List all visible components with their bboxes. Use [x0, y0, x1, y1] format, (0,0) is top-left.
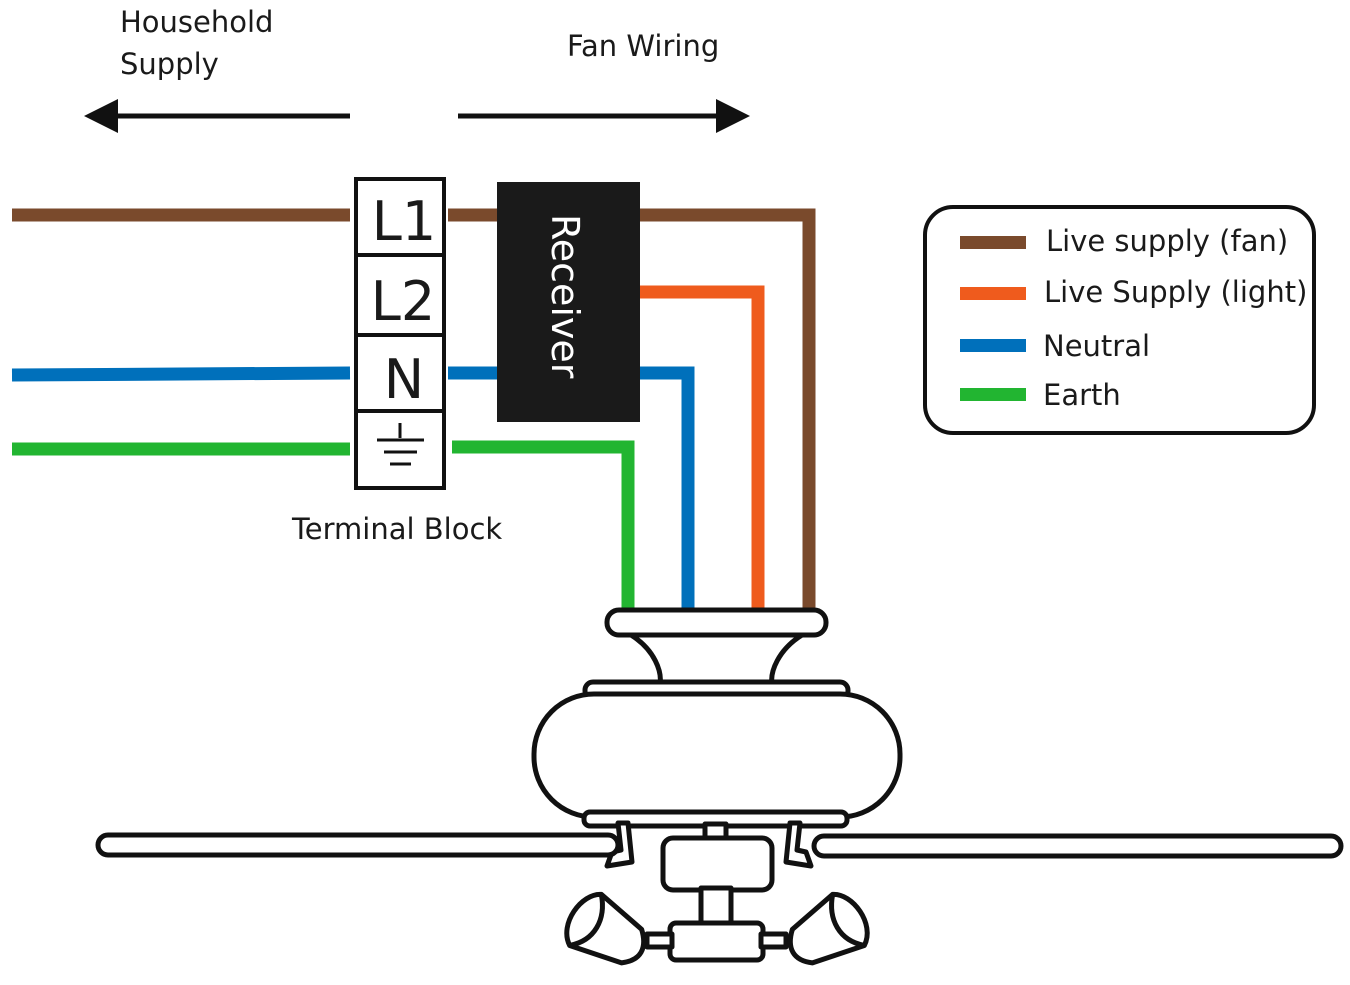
light-kit-bar: [667, 920, 766, 963]
legend-swatch-neutral: [960, 339, 1026, 352]
fan-blade-left: [95, 832, 621, 858]
fan-canopy-neck: [628, 632, 805, 687]
light-shade-right: [787, 891, 870, 966]
live-light-wire: [640, 285, 765, 610]
fan-blade-bracket-right: [783, 820, 814, 869]
legend-swatch-earth: [960, 388, 1026, 401]
light-kit-switch-housing: [660, 835, 775, 893]
light-connector-left: [644, 931, 675, 950]
receiver-label: Receiver: [543, 214, 587, 379]
light-kit-lower-stem: [698, 885, 734, 927]
legend-label-live-fan: Live supply (fan): [1046, 224, 1288, 258]
terminal-n: N: [384, 348, 424, 411]
legend-label-earth: Earth: [1043, 378, 1121, 412]
legend-swatch-live-fan: [960, 236, 1026, 249]
legend-swatch-live-light: [960, 287, 1026, 300]
terminal-l2: L2: [371, 270, 435, 333]
fan-wiring-label: Fan Wiring: [567, 29, 719, 63]
neutral-supply-wire: [11, 366, 351, 382]
live-fan-wire: [448, 208, 816, 610]
ceiling-fan-icon: [95, 607, 1344, 966]
terminal-block-label: Terminal Block: [291, 512, 502, 546]
arrow-left-icon: [84, 99, 350, 133]
light-connector-right: [758, 931, 789, 950]
earth-wire: [452, 440, 635, 610]
arrow-right-icon: [458, 99, 750, 133]
earth-ground-icon: [377, 423, 424, 466]
legend: Live supply (fan) Live Supply (light) Ne…: [923, 205, 1316, 435]
fan-blade-right: [811, 833, 1344, 859]
legend-label-neutral: Neutral: [1043, 329, 1150, 363]
fan-motor-housing: [531, 691, 903, 820]
light-shade-left: [564, 891, 647, 966]
household-supply-label-line2: Supply: [120, 47, 219, 81]
household-supply-label-line1: Household: [120, 5, 273, 39]
receiver: Receiver: [497, 182, 640, 422]
terminal-l1: L1: [372, 190, 436, 253]
terminal-block: L1 L2 N: [354, 177, 446, 490]
fan-canopy-plate: [604, 607, 829, 638]
legend-label-live-light: Live Supply (light): [1044, 275, 1307, 309]
neutral-wire: [448, 366, 695, 610]
